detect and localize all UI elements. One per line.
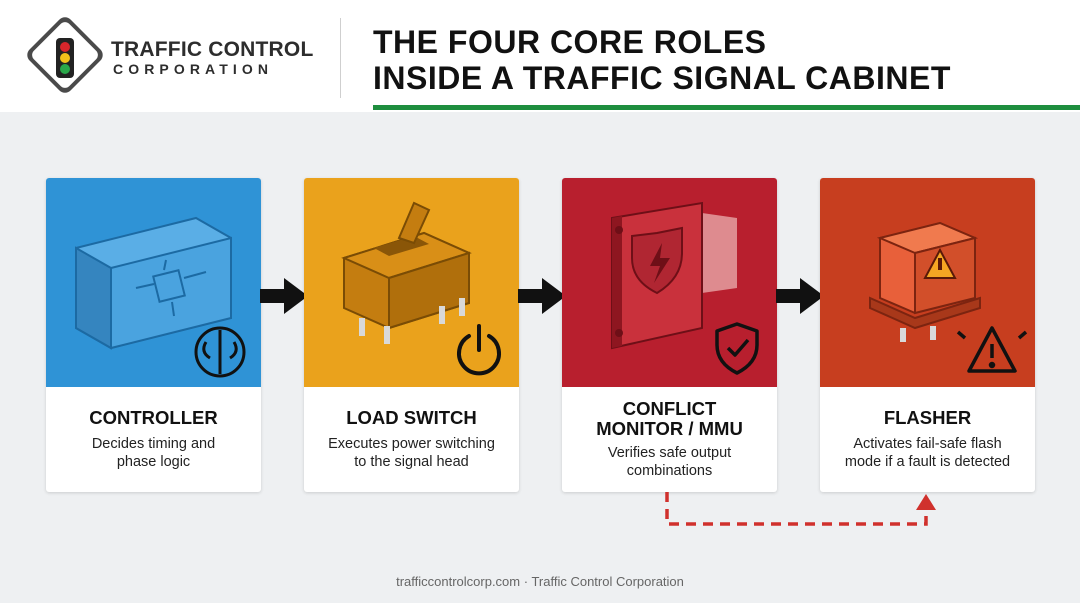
controller-illustration [46,178,261,387]
card-title-line1: CONFLICT [622,398,717,419]
brand-name: TRAFFIC CONTROL [111,38,314,61]
flasher-illustration [820,178,1035,387]
card-title: LOAD SWITCH [346,407,477,428]
title-underline [373,105,1080,110]
card-desc-line1: Executes power switching [328,436,495,452]
card-desc-line1: Verifies safe output [607,445,732,461]
brand-subname: CORPORATION [113,61,274,77]
page-title-line2: INSIDE A TRAFFIC SIGNAL CABINET [373,60,951,96]
shield-check-icon [715,322,759,375]
card-title: CONTROLLER [89,407,218,428]
card-desc-line2: phase logic [116,454,191,470]
card-flasher: FLASHER Activates fail-safe flash mode i… [820,178,1035,492]
card-desc-line2: mode if a fault is detected [844,454,1011,470]
header: TRAFFIC CONTROL CORPORATION THE FOUR COR… [0,0,1080,112]
card-controller: CONTROLLER Decides timing and phase logi… [46,178,261,492]
card-title-line2: MONITOR / MMU [596,418,743,439]
flow-arrow [518,278,566,314]
card-load-switch: LOAD SWITCH Executes power switching to … [304,178,519,492]
page-title-line1: THE FOUR CORE ROLES [373,24,767,60]
flow-arrow [260,278,308,314]
card-desc-line2: to the signal head [354,454,469,470]
flow-arrow [776,278,824,314]
warning-icon [956,326,1028,373]
conflict-monitor-illustration [562,178,777,387]
card-conflict-monitor: CONFLICT MONITOR / MMU Verifies safe out… [562,178,777,492]
traffic-light-icon [56,38,74,78]
card-desc-line1: Decides timing and [91,436,216,452]
card-desc-line1: Activates fail-safe flash [853,436,1002,452]
card-desc-line2: combinations [626,463,713,479]
footer-credit: trafficcontrolcorp.com · Traffic Control… [396,574,684,589]
brain-icon [194,326,246,378]
header-divider [340,18,341,98]
fault-feedback-arrow [665,492,936,526]
power-icon [457,324,501,376]
load-switch-illustration [304,178,519,387]
card-title: FLASHER [883,407,972,428]
